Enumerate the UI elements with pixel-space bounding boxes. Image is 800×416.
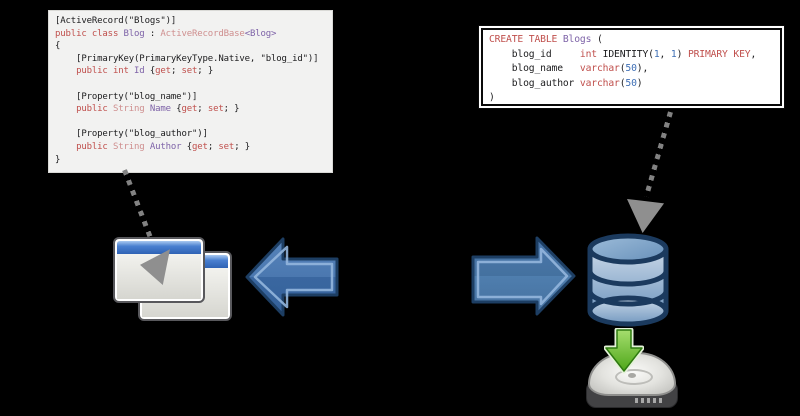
right-block-arrow-icon — [471, 236, 576, 316]
sql-code-block: CREATE TABLE Blogs ( blog_id int IDENTIT… — [481, 28, 782, 106]
hard-drive-ring — [615, 368, 653, 385]
csharp-code-block: [ActiveRecord("Blogs")]public class Blog… — [48, 10, 333, 173]
hard-drive-connector-pins — [635, 398, 665, 403]
window-titlebar — [117, 241, 201, 254]
dashed-connector-right — [643, 111, 673, 198]
hard-drive-hub — [628, 372, 636, 378]
dashed-connector-left — [122, 169, 154, 240]
green-download-arrow-icon — [604, 328, 644, 374]
connector-arrowhead-right — [627, 198, 665, 233]
database-cylinder-icon — [587, 233, 669, 327]
sql-code-block-frame: CREATE TABLE Blogs ( blog_id int IDENTIT… — [478, 25, 785, 109]
left-block-arrow-icon — [245, 237, 339, 317]
